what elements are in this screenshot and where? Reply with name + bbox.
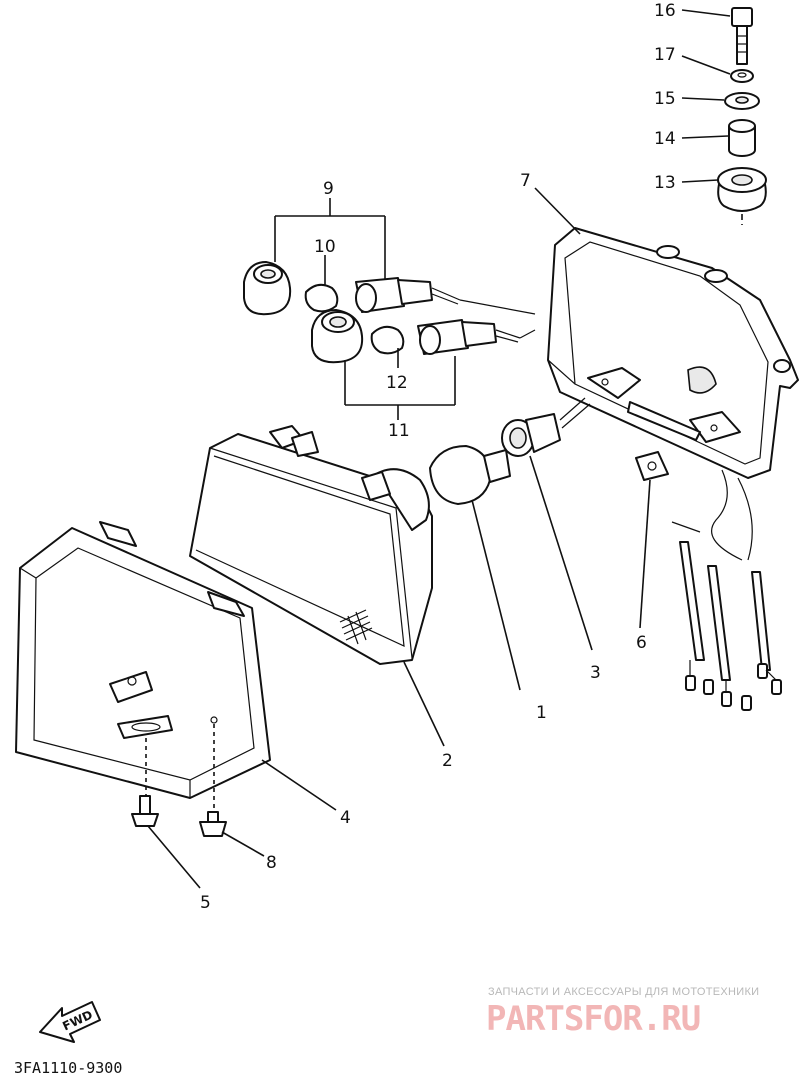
washer-15 — [724, 92, 760, 110]
grommet-13 — [717, 167, 767, 212]
headlight-rim-4 — [15, 521, 271, 799]
screw-5 — [131, 795, 159, 827]
diagram-code: 3FA1110-9300 — [14, 1059, 122, 1077]
label-11: 11 — [388, 421, 410, 441]
label-1: 1 — [536, 703, 547, 723]
label-16: 16 — [654, 1, 676, 21]
label-17: 17 — [654, 45, 676, 65]
wiring-harness — [671, 469, 782, 711]
bulb-1 — [429, 445, 511, 505]
label-3: 3 — [590, 663, 601, 683]
screw-8 — [199, 811, 227, 837]
bulb-socket-group — [243, 261, 536, 364]
spring-washer-17 — [730, 69, 754, 83]
label-8: 8 — [266, 853, 277, 873]
collar-14 — [728, 119, 756, 157]
label-2: 2 — [442, 751, 453, 771]
label-6: 6 — [636, 633, 647, 653]
label-7: 7 — [520, 171, 531, 191]
label-13: 13 — [654, 173, 676, 193]
label-12: 12 — [386, 373, 408, 393]
headlight-unit-2 — [189, 425, 433, 665]
label-4: 4 — [340, 808, 351, 828]
label-9: 9 — [323, 179, 334, 199]
label-10: 10 — [314, 237, 336, 257]
nut-clip-6 — [635, 451, 669, 481]
watermark-logo: PARTSFOR.RU — [486, 999, 700, 1039]
label-5: 5 — [200, 893, 211, 913]
label-14: 14 — [654, 129, 676, 149]
label-15: 15 — [654, 89, 676, 109]
part-labels: 1 2 3 4 5 6 7 8 9 10 11 12 13 14 15 16 1… — [200, 1, 676, 913]
headlight-housing-7 — [547, 227, 799, 479]
fwd-arrow: FWD — [39, 1001, 101, 1043]
watermark: ЗАПЧАСТИ И АКСЕССУАРЫ ДЛЯ МОТОТЕХНИКИ PA… — [486, 986, 759, 1039]
leader-lines — [147, 9, 731, 889]
watermark-tagline: ЗАПЧАСТИ И АКСЕССУАРЫ ДЛЯ МОТОТЕХНИКИ — [488, 986, 759, 998]
bolt-16 — [731, 7, 753, 65]
bulb-holder-3 — [501, 397, 591, 457]
